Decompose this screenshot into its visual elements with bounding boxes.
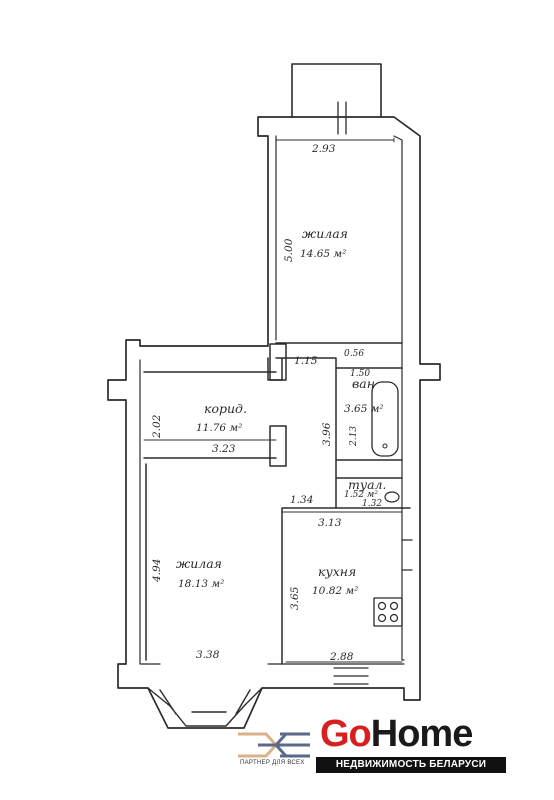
room-area-toilet: 1.52 м² (344, 490, 378, 500)
dim-living-top-length: 5.00 (283, 238, 295, 262)
bathtub-drain (382, 443, 388, 449)
dim-kitchen-bottom: 2.88 (329, 651, 354, 663)
kitchen-window (333, 667, 369, 685)
right-window (401, 539, 413, 571)
balcony-door (337, 101, 347, 135)
bay-window (147, 687, 263, 727)
door-post (269, 343, 287, 467)
dim-living-bottom-width: 3.38 (196, 649, 220, 661)
dim-living-bottom-length: 4.94 (151, 559, 163, 583)
stove-burner (377, 613, 387, 623)
toilet-bowl (384, 491, 400, 503)
room-area-living-bottom: 18.13 м² (178, 578, 224, 590)
dim-corridor-depth: 2.02 (151, 414, 163, 439)
dim-bath-top: 0.56 (344, 349, 364, 359)
brand-mark-icon (238, 732, 310, 758)
stove-burner (389, 613, 399, 623)
brand-home: Home (370, 713, 474, 755)
room-area-living-top: 14.65 м² (300, 248, 346, 260)
dim-hall-b: 1.34 (290, 494, 313, 506)
room-area-kitchen: 10.82 м² (312, 585, 358, 597)
room-name-bath: ван (352, 376, 375, 391)
dim-hall-a: 1.15 (294, 355, 318, 367)
stove-burner (377, 601, 387, 611)
dim-bath-side-a: 1.50 (350, 369, 370, 379)
balcony (291, 63, 382, 118)
room-area-corridor: 11.76 м² (196, 422, 242, 434)
inner-wall-line (139, 135, 405, 665)
dim-living-top-width: 2.93 (311, 143, 336, 155)
room-name-kitchen: кухня (318, 564, 356, 579)
dim-kitchen-side: 3.65 (289, 586, 301, 610)
brand-partner-text: ПАРТНЕР ДЛЯ ВСЕХ (240, 760, 305, 766)
dimension-line (143, 137, 403, 663)
room-name-toilet: туал. (348, 477, 387, 492)
room-name-living-top: жилая (302, 226, 348, 241)
dim-toilet-width: 1.32 (362, 499, 382, 509)
brand-go: Go (320, 713, 372, 755)
dim-kitchen-width: 3.13 (318, 517, 342, 529)
outer-wall (107, 116, 441, 729)
room-area-bath: 3.65 м² (344, 403, 384, 415)
room-name-living-bottom: жилая (176, 556, 222, 571)
brand-logo: GoHome НЕДВИЖИМОСТЬ БЕЛАРУСИ ПАРТНЕР ДЛЯ… (236, 712, 516, 792)
dim-corridor-width: 3.23 (212, 443, 236, 455)
dim-bath-side-b: 2.13 (349, 426, 359, 447)
room-name-corridor: корид. (204, 401, 247, 416)
stove-burner (389, 601, 399, 611)
stove (373, 597, 403, 627)
brand-tagline: НЕДВИЖИМОСТЬ БЕЛАРУСИ (316, 757, 506, 773)
brand-name: GoHome (320, 712, 474, 756)
bathtub (371, 381, 399, 457)
dim-corridor-side: 3.96 (321, 422, 333, 446)
partition (143, 342, 411, 665)
